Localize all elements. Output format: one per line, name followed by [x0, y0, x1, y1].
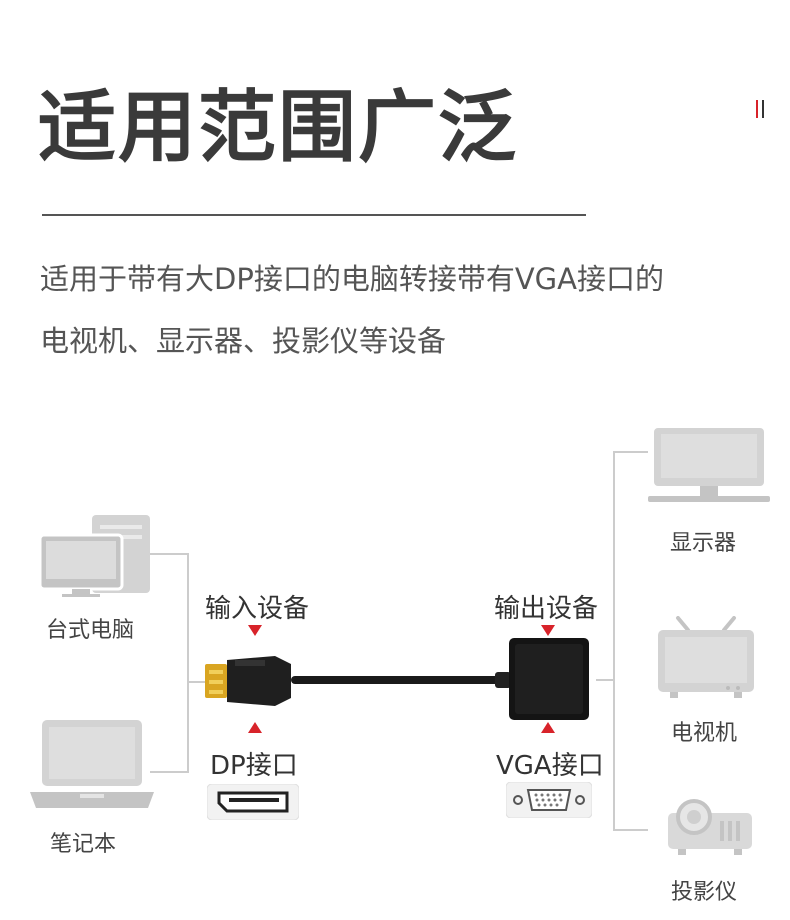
tv-label: 电视机	[671, 721, 738, 746]
title-divider	[42, 214, 586, 216]
right-connector-lines	[596, 451, 648, 831]
input-arrow-down	[248, 625, 262, 636]
dp-port-label: DP接口	[210, 751, 298, 781]
projector-icon	[668, 799, 752, 855]
vga-port-icon	[506, 782, 592, 818]
monitor-label: 显示器	[670, 531, 737, 556]
output-arrow-down	[541, 625, 555, 636]
description-line-1: 适用于带有大DP接口的电脑转接带有VGA接口的	[40, 262, 664, 296]
output-device-label: 输出设备	[494, 594, 599, 624]
page-title: 适用范围广泛	[38, 83, 519, 173]
description-line-2: 电视机、显示器、投影仪等设备	[40, 324, 447, 358]
tv-icon	[658, 616, 754, 698]
left-connector-lines	[150, 553, 208, 773]
desktop-label: 台式电脑	[46, 618, 135, 643]
dp-port-icon	[207, 784, 299, 820]
monitor-icon	[648, 428, 770, 502]
dp-to-vga-cable	[205, 638, 589, 720]
laptop-icon	[30, 720, 154, 808]
projector-label: 投影仪	[671, 880, 738, 905]
vga-port-label: VGA接口	[496, 751, 604, 781]
vga-arrow-up	[541, 722, 555, 733]
laptop-label: 笔记本	[50, 832, 117, 857]
desktop-computer-icon	[40, 515, 150, 597]
dp-arrow-up	[248, 722, 262, 733]
decorative-marks	[756, 100, 764, 118]
input-device-label: 输入设备	[205, 594, 310, 624]
